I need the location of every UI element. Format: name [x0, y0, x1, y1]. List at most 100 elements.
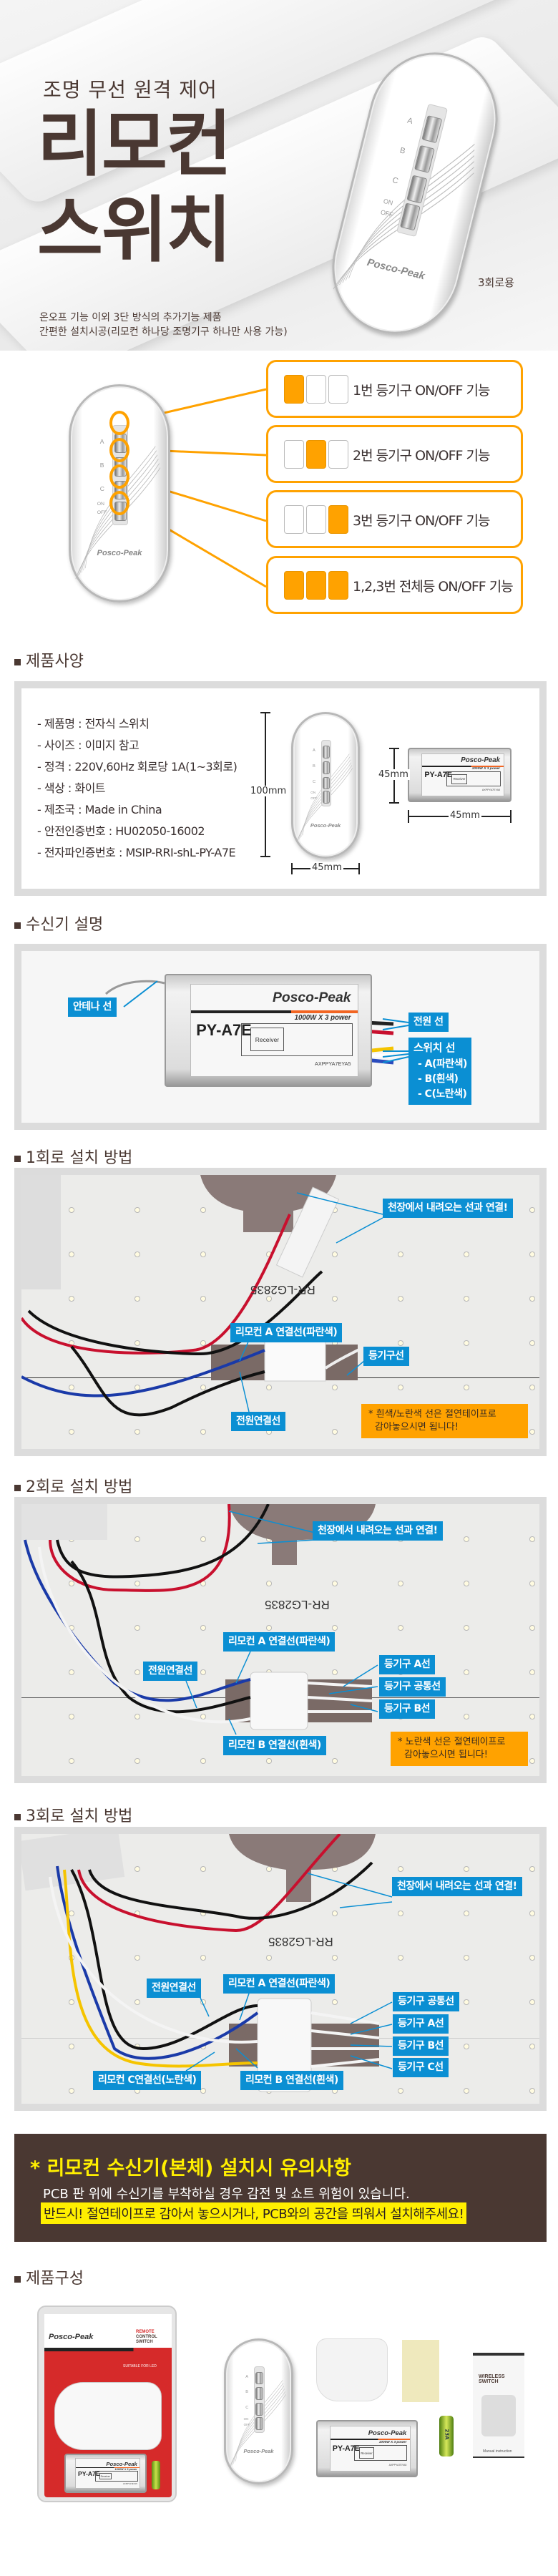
package-image: Posco-Peak REMOTE CONTROL SWITCH SUITABL…	[37, 2306, 177, 2502]
install-1-note: * 흰색/노란색 선은 절연테이프로 감아놓으시면 됩니다!	[361, 1404, 528, 1438]
spec-item: - 전자파인증번호 : MSIP-RRI-shL-PY-A7E	[37, 846, 236, 859]
section-heading-receiver: 수신기 설명	[14, 912, 103, 935]
ceiling-wire-label: 천장에서 내려오는 선과 연결!	[392, 1877, 522, 1896]
battery-label: 23A	[444, 2429, 450, 2440]
receiver-power-rating: 1000W X 3 power	[471, 767, 501, 771]
receiver-height-label: 45mm	[377, 769, 410, 780]
lamp-a-wire-label: 등기구 A선	[393, 2014, 449, 2034]
package-brand: Posco-Peak	[49, 2333, 94, 2341]
manual-title: WIRELESS SWITCH	[479, 2374, 505, 2384]
hero-desc-2: 간편한 설치시공(리모컨 하나당 조명기구 하나만 사용 가능)	[39, 326, 288, 338]
receiver-stripe	[330, 2439, 410, 2441]
light-indicator-2	[306, 571, 326, 600]
remote-button-b	[322, 761, 331, 774]
manual-booklet: WIRELESS SWITCH Manual instruction	[473, 2353, 524, 2458]
button-b-highlight	[109, 438, 129, 462]
note-line: 감아놓으시면 됩니다!	[404, 1750, 488, 1760]
lamp-b-wire-label: 등기구 B선	[393, 2036, 449, 2056]
remote-label-on: ON	[97, 502, 104, 507]
remote-label-b: B	[99, 461, 104, 469]
install-1-panel: RR-LG2835 천장에서 내려오는 선과 연결! 리모컨 A 연결선(파란색…	[14, 1168, 547, 1456]
function-card-3: 3번 등기구 ON/OFF 기능	[266, 490, 523, 548]
ceiling-wire-label: 천장에서 내려오는 선과 연결!	[383, 1199, 513, 1218]
remote-button-c	[255, 2403, 263, 2416]
dim-tick	[408, 810, 409, 823]
pcb-model: RR-LG2835	[250, 1283, 315, 1297]
power-connection-label: 전원연결선	[143, 1662, 197, 1681]
light-indicator-3	[328, 375, 348, 404]
switch-wire-b: - B(흰색)	[418, 1073, 459, 1085]
remote-label-c: C	[245, 2406, 249, 2411]
install-1-wiring	[21, 1175, 383, 1417]
receiver-power-rating: 1000W X 3 power	[294, 1014, 351, 1023]
note-line: * 흰색/노란색 선은 절연테이프로	[368, 1409, 496, 1420]
section-heading-components: 제품구성	[14, 2265, 84, 2288]
function-label: 2번 등기구 ON/OFF 기능	[353, 448, 490, 464]
remote-b-wire-label: 리모컨 B 연결선(흰색)	[240, 2071, 343, 2090]
hero-desc-1: 온오프 기능 이외 3단 방식의 추가기능 제품	[39, 312, 222, 323]
lamp-common-wire-label: 등기구 공통선	[379, 1677, 446, 1697]
dim-tick	[389, 802, 399, 804]
receiver-brand: Posco-Peak	[461, 756, 501, 765]
power-connection-label: 전원연결선	[147, 1979, 201, 1998]
light-indicator-1	[284, 440, 304, 469]
receiver-code: AXPPYA7EYA5	[122, 2482, 137, 2485]
remote-c-wire-label: 리모컨 C연결선(노란색)	[93, 2071, 202, 2090]
remote-button-onoff	[322, 791, 331, 804]
dim-tick	[389, 748, 399, 749]
light-indicator-3	[328, 571, 348, 600]
spec-item: - 제조국 : Made in China	[37, 803, 162, 816]
remote-button-onoff	[255, 2416, 263, 2430]
remote-b-wire-label: 리모컨 B 연결선(흰색)	[223, 1736, 326, 1755]
variant-label: 3회로용	[478, 276, 514, 289]
power-wire-label: 전원 선	[408, 1013, 449, 1032]
remote-label-c: C	[99, 484, 104, 492]
button-c-highlight	[109, 464, 129, 489]
remote-label-a: A	[313, 748, 315, 753]
lamp-a-wire-label: 등기구 A선	[379, 1655, 436, 1674]
remote-button-a	[322, 745, 331, 758]
section-heading-install-3: 3회로 설치 방법	[14, 1803, 132, 1826]
package-suitable: SUITABLE FOR LED	[123, 2364, 157, 2368]
receiver-stripe	[191, 1010, 358, 1013]
remote-a-wire-label: 리모컨 A 연결선(파란색)	[223, 1974, 336, 1994]
receiver-model: PY-A7E	[77, 2470, 100, 2478]
hero-title-line2: 스위치	[37, 188, 232, 272]
spec-item: - 사이즈 : 이미지 참고	[37, 738, 140, 752]
receiver-model: PY-A7E	[196, 1021, 252, 1040]
receiver-brand: Posco-Peak	[368, 2429, 407, 2437]
receiver-code: AXPPYA7EYA5	[388, 2463, 407, 2467]
receiver-power-rating: 1000W X 3 power	[378, 2440, 407, 2444]
light-indicator-1	[284, 505, 304, 534]
remote-label-a: A	[245, 2374, 249, 2379]
dim-tick	[291, 863, 293, 874]
receiver-stripe	[421, 766, 504, 767]
remote-label-off: OFF	[310, 796, 318, 801]
remote-label-c: C	[313, 779, 316, 784]
function-label: 3번 등기구 ON/OFF 기능	[353, 513, 490, 529]
receiver-stripe	[76, 2467, 140, 2468]
switch-wire-label: 스위치 선 - A(파란색) - B(흰색) - C(노란색)	[408, 1038, 471, 1105]
lamp-wire-label: 등기구선	[363, 1347, 409, 1366]
receiver-code: AXPPYA7EYA5	[481, 789, 501, 792]
install-3-panel: RR-LG2835 천장에서 내려오는 선과 연결! 전원연결선 리모컨 A 연…	[14, 1827, 547, 2111]
spec-item: - 색상 : 화이트	[37, 781, 106, 795]
receiver-wiring-diagram: Receiver	[241, 1023, 353, 1056]
pcb-model: RR-LG2835	[265, 1598, 330, 1611]
button-a-highlight	[109, 411, 129, 435]
install-2-note: * 노란색 선은 절연테이프로 감아놓으시면 됩니다!	[391, 1732, 528, 1766]
adhesive-pad	[402, 2340, 439, 2402]
antenna-wire-label: 안테나 선	[68, 997, 117, 1017]
remote-button-c	[322, 776, 331, 790]
lamp-b-wire-label: 등기구 B선	[379, 1699, 436, 1719]
function-card-4: 1,2,3번 전체등 ON/OFF 기능	[266, 556, 523, 614]
